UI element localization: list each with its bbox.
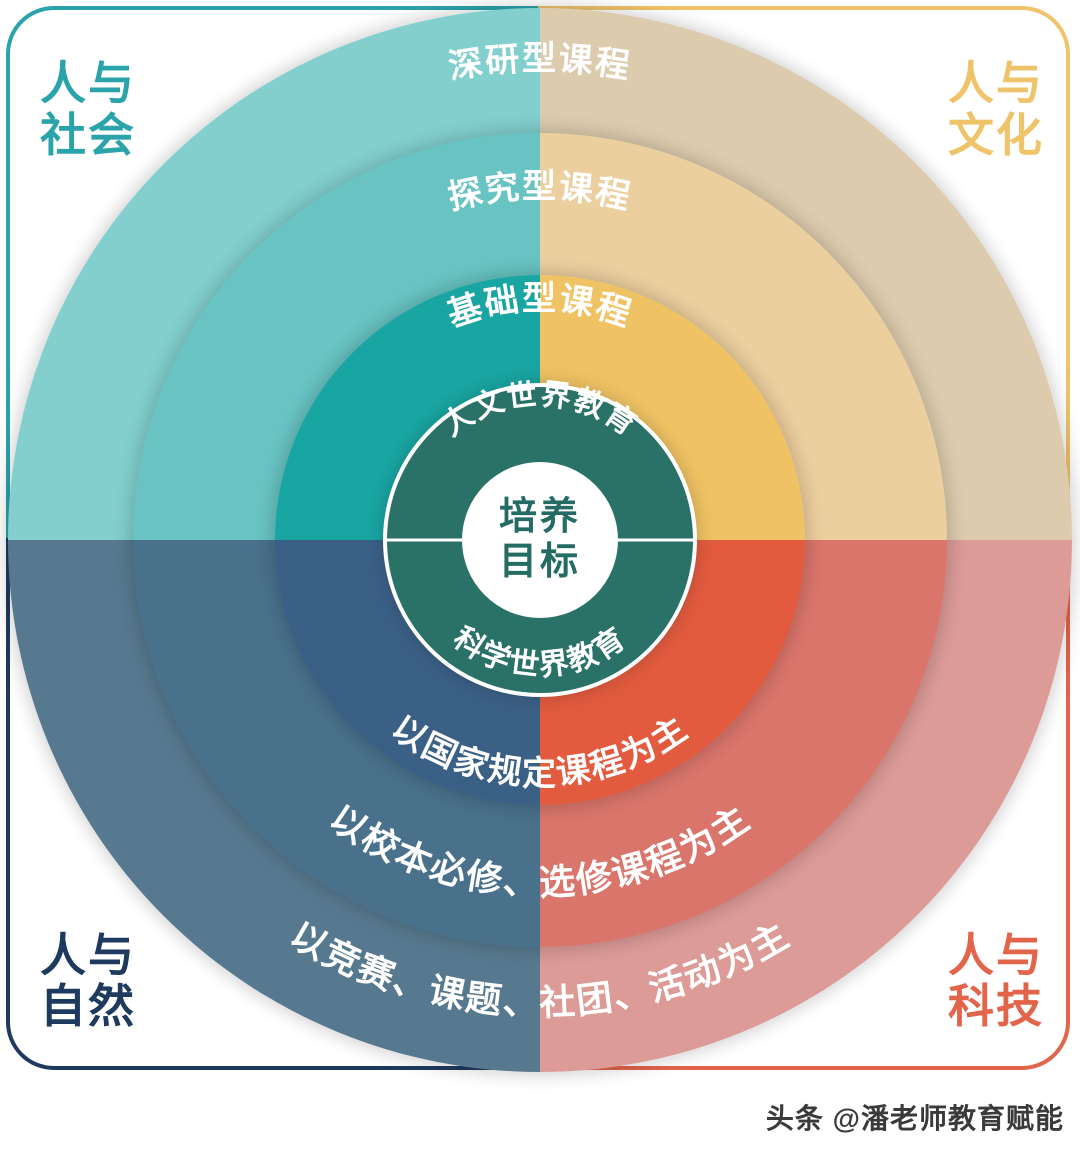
quadrant-title-top-left: 人与 社会 xyxy=(40,57,136,161)
hub-label: 培养 目标 xyxy=(498,496,582,583)
watermark: 头条 @潘老师教育赋能 xyxy=(765,1103,1064,1134)
quadrant-title-bottom-left: 人与 自然 xyxy=(40,928,136,1033)
quadrant-title-bottom-right: 人与 科技 xyxy=(948,928,1044,1033)
concentric-wheel: 深研型课程 探究型课程 基础型课程 人文世界教育 科学世界教育 以国家规定课程为… xyxy=(8,8,1072,1072)
quadrant-title-top-right: 人与 文化 xyxy=(948,57,1044,161)
